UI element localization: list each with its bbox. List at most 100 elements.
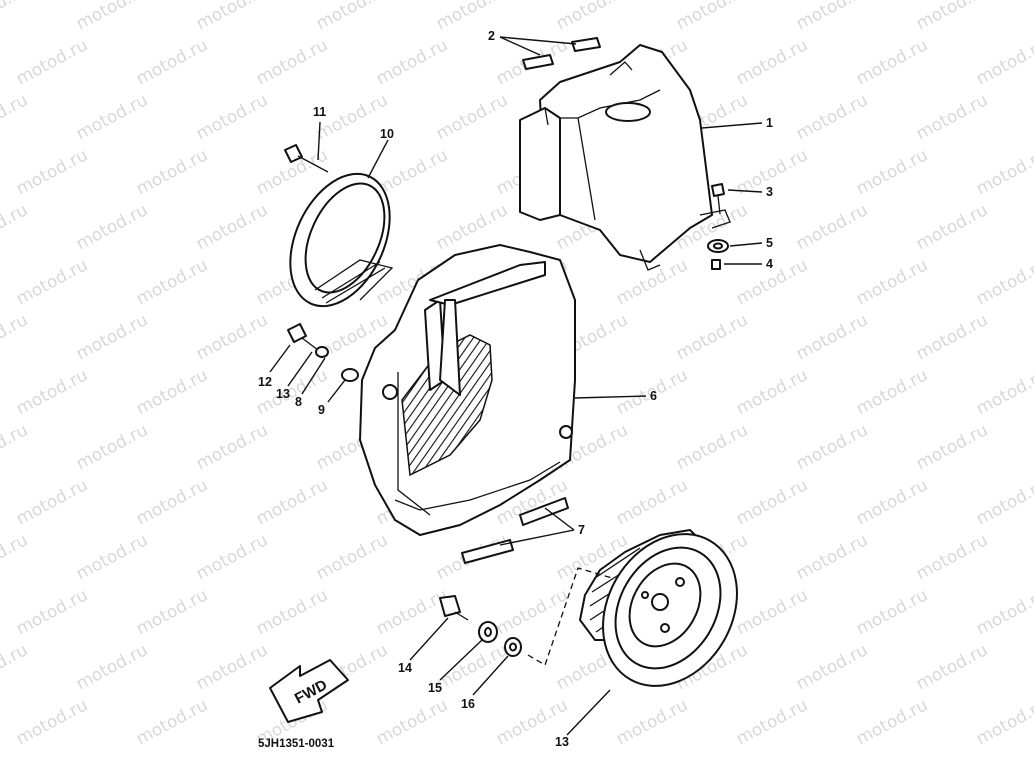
watermark-text: motod.ru xyxy=(673,420,751,474)
watermark-text: motod.ru xyxy=(73,640,151,694)
diagram-code: 5JH1351-0031 xyxy=(258,738,335,750)
watermark-text: motod.ru xyxy=(73,90,151,144)
watermark-text: motod.ru xyxy=(73,310,151,364)
watermark-text: motod.ru xyxy=(253,585,331,639)
callout-11: 11 xyxy=(313,105,326,119)
watermark-text: motod.ru xyxy=(613,255,691,309)
callout-7: 7 xyxy=(578,523,585,537)
watermark-text: motod.ru xyxy=(373,695,451,749)
watermark-text: motod.ru xyxy=(493,585,571,639)
watermark-text: motod.ru xyxy=(133,585,211,639)
watermark-text: motod.ru xyxy=(793,90,871,144)
watermark-text: motod.ru xyxy=(133,695,211,749)
watermark-text: motod.ru xyxy=(733,695,811,749)
callout-12: 12 xyxy=(258,375,272,389)
watermark-text: motod.ru xyxy=(13,255,91,309)
callout-15: 15 xyxy=(428,681,442,695)
watermark-text: motod.ru xyxy=(133,365,211,419)
watermark-text: motod.ru xyxy=(973,475,1034,529)
callout-9: 9 xyxy=(318,403,325,417)
watermark-text: motod.ru xyxy=(0,0,31,34)
callout-4: 4 xyxy=(766,257,773,271)
watermark-text: motod.ru xyxy=(793,640,871,694)
watermark-text: motod.ru xyxy=(73,420,151,474)
watermark-text: motod.ru xyxy=(73,200,151,254)
watermark-text: motod.ru xyxy=(973,35,1034,89)
watermark-text: motod.ru xyxy=(373,35,451,89)
watermark-text: motod.ru xyxy=(913,0,991,34)
watermark-text: motod.ru xyxy=(913,420,991,474)
watermark-text: motod.ru xyxy=(193,310,271,364)
screw-part-11 xyxy=(284,144,329,173)
washer-part-8 xyxy=(315,346,329,358)
watermark-text: motod.ru xyxy=(13,585,91,639)
watermark-text: motod.ru xyxy=(853,255,931,309)
callout-13-flywheel: 13 xyxy=(555,735,569,749)
watermark-text: motod.ru xyxy=(133,255,211,309)
watermark-text: motod.ru xyxy=(13,695,91,749)
watermark-text: motod.ru xyxy=(373,585,451,639)
air-shroud-part xyxy=(519,44,731,271)
watermark-text: motod.ru xyxy=(973,145,1034,199)
cover-part-10 xyxy=(289,172,394,308)
watermark-text: motod.ru xyxy=(793,200,871,254)
lock-washer-part-16 xyxy=(504,637,522,657)
watermark-text: motod.ru xyxy=(193,530,271,584)
bolt-part-12 xyxy=(287,323,319,351)
washer-part-15 xyxy=(478,621,498,643)
watermark-text: motod.ru xyxy=(133,145,211,199)
watermark-text: motod.ru xyxy=(853,145,931,199)
callout-14: 14 xyxy=(398,661,412,675)
watermark-text: motod.ru xyxy=(0,200,31,254)
watermark-text: motod.ru xyxy=(253,475,331,529)
watermark-text: motod.ru xyxy=(433,90,511,144)
watermark-text: motod.ru xyxy=(133,35,211,89)
watermark-text: motod.ru xyxy=(793,420,871,474)
damper-part-7 xyxy=(461,497,569,564)
callout-16: 16 xyxy=(461,697,475,711)
watermark-text: motod.ru xyxy=(853,35,931,89)
watermark-text: motod.ru xyxy=(433,640,511,694)
pad-part-2 xyxy=(522,37,601,70)
watermark-text: motod.ru xyxy=(913,530,991,584)
watermark-text: motod.ru xyxy=(913,90,991,144)
watermark-text: motod.ru xyxy=(853,695,931,749)
watermark-text: motod.ru xyxy=(733,585,811,639)
watermark-text: motod.ru xyxy=(73,530,151,584)
watermark-text: motod.ru xyxy=(973,365,1034,419)
watermark-text: motod.ru xyxy=(193,0,271,34)
watermark-text: motod.ru xyxy=(973,255,1034,309)
watermark-text: motod.ru xyxy=(613,475,691,529)
watermark-text: motod.ru xyxy=(733,35,811,89)
flywheel-fan-part-13 xyxy=(579,529,738,687)
watermark-text: motod.ru xyxy=(553,0,631,34)
watermark-text: motod.ru xyxy=(0,310,31,364)
collar-part-9 xyxy=(341,368,359,382)
watermark-text: motod.ru xyxy=(733,365,811,419)
fan-housing-part-6 xyxy=(359,244,576,536)
watermark-text: motod.ru xyxy=(853,475,931,529)
callout-6: 6 xyxy=(650,389,657,403)
watermark-text: motod.ru xyxy=(673,310,751,364)
washer-part-5 xyxy=(707,239,729,253)
collar-part-4 xyxy=(711,259,721,270)
nut-part-14 xyxy=(439,595,469,621)
watermark-text: motod.ru xyxy=(73,0,151,34)
watermark-text: motod.ru xyxy=(193,420,271,474)
watermark-text: motod.ru xyxy=(13,145,91,199)
watermark-text: motod.ru xyxy=(13,365,91,419)
watermark-text: motod.ru xyxy=(253,35,331,89)
watermark-text: motod.ru xyxy=(0,420,31,474)
callout-5: 5 xyxy=(766,236,773,250)
callout-2: 2 xyxy=(488,29,495,43)
watermark-text: motod.ru xyxy=(0,90,31,144)
callout-10: 10 xyxy=(380,127,394,141)
watermark-text: motod.ru xyxy=(13,475,91,529)
callout-8: 8 xyxy=(295,395,302,409)
watermark-text: motod.ru xyxy=(793,0,871,34)
bolt-part-3 xyxy=(711,183,725,215)
alignment-dash-line xyxy=(527,567,613,666)
watermark-text: motod.ru xyxy=(673,0,751,34)
leader-lines xyxy=(269,36,763,736)
